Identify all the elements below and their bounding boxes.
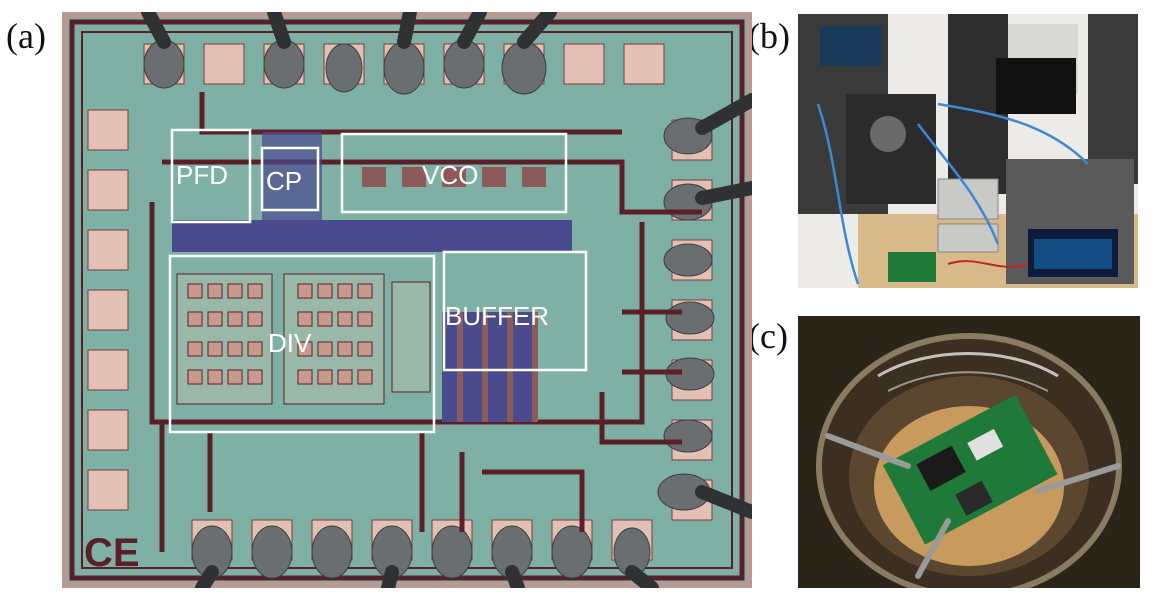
region-label-vco: VCO — [422, 160, 478, 190]
region-box-cp — [260, 146, 320, 212]
region-box-vco — [340, 132, 568, 214]
region-box-buffer — [442, 250, 588, 372]
panel-label-c: (c) — [748, 316, 788, 356]
panel-label-a: (a) — [6, 16, 46, 56]
panel-label-b: (b) — [748, 16, 790, 56]
region-box-div — [168, 254, 436, 434]
chip-micrograph: PFD CP VCO DIV BUFFER CE — [62, 12, 752, 588]
test-chamber-photo — [798, 316, 1140, 588]
region-label-pfd: PFD — [176, 160, 228, 190]
region-label-buffer: BUFFER — [445, 301, 549, 331]
region-box-pfd — [170, 128, 252, 224]
chip-logo: CE — [84, 531, 140, 575]
region-label-div: DIV — [268, 328, 312, 358]
svg-text:CE: CE — [84, 531, 140, 575]
region-label-cp: CP — [266, 166, 302, 196]
lab-setup-photo — [798, 14, 1138, 288]
